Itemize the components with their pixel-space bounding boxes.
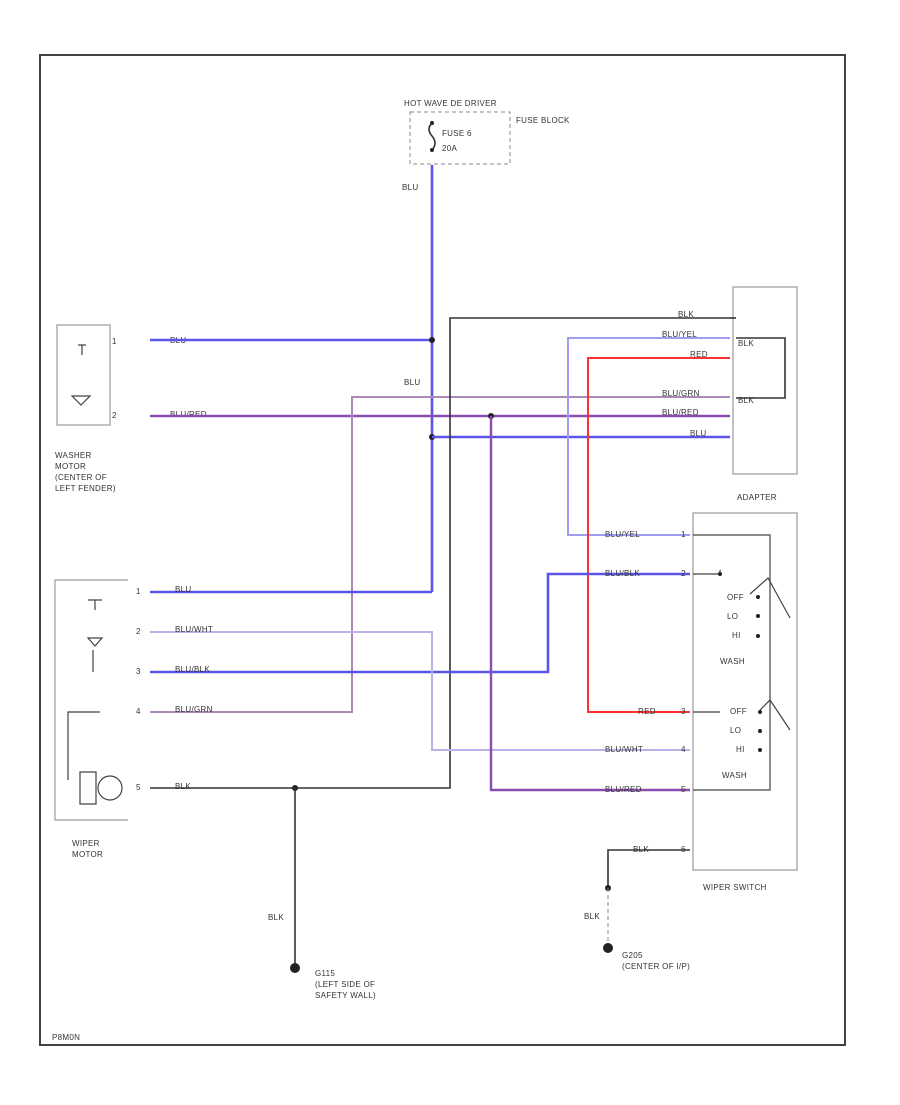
wire-blured-switch [489,416,690,792]
wiper-switch-arm [759,699,791,731]
adapter-name: ADAPTER [737,493,777,502]
footer-code: P8M0N [52,1033,80,1042]
wire-bluyel [567,337,730,536]
switch-bus-1 [693,534,771,791]
fuse-rating: 20A [442,144,457,153]
ground-g115-name: G115 [315,969,335,978]
wiper-switch-box [692,512,798,871]
wiper-motor-box [54,579,128,821]
switch-wire-5: BLU/RED [605,785,642,794]
switch-wire-1: BLU/YEL [605,530,640,539]
wire-red [587,357,730,713]
wiper-motor-icon [97,775,123,801]
adapter-label-0: BLK [678,310,694,319]
wiper-wash-label: WASH [722,771,747,780]
blu-label-mid: BLU [404,378,420,387]
adapter-inner-1: BLK [738,339,754,348]
wiper-pin-4: 4 [136,707,141,716]
adapter-label-3: BLU/GRN [662,389,700,398]
ground-g205-wire: BLK [584,912,600,921]
wire-blk-main [150,317,730,789]
adapter-label-2: RED [690,350,708,359]
wiper-pin-5: 5 [136,783,141,792]
fuse-icon [428,122,436,151]
washer-pin-2: 2 [112,411,117,420]
switch-pin-2: 2 [681,569,686,578]
fuse-block: HOT WAVE DE DRIVER FUSE BLOCK FUSE 6 20A [404,99,570,165]
adapter-inner-2: BLK [738,396,754,405]
washer-name-3: (CENTER OF [55,473,107,482]
diagram-frame [39,54,846,1046]
ground-g115-wire: BLK [268,913,284,922]
adapter-jumper [736,337,786,399]
wiper-pos-off: OFF [730,707,747,716]
wire-blugrn [150,396,730,713]
wire-switch-blk [607,849,690,888]
ground-g115 [290,963,300,973]
switch-wire-4: BLU/WHT [605,745,643,754]
wiper-brush-icon [79,771,97,805]
washer-motor-box [56,324,111,426]
washer-motor: 1 2 BLU BLU/RED WASHER MOTOR (CENTER OF … [55,324,207,493]
wash-pos-hi: HI [732,631,741,640]
fuse-name: FUSE 6 [442,129,472,138]
wiper-wire-4: BLU/GRN [175,705,213,714]
blu-label-top: BLU [402,183,418,192]
ground-g115-loc2: SAFETY WALL) [315,991,376,1000]
adapter-box [732,286,798,475]
washer-wire-b-label: BLU/RED [170,410,207,419]
washer-name-1: WASHER [55,451,92,460]
wash-label: WASH [720,657,745,666]
wiper-switch: BLU/YEL BLU/BLK RED BLU/WHT BLU/RED BLK … [605,512,798,892]
wiper-pin-1: 1 [136,587,141,596]
wiper-switch-name: WIPER SWITCH [703,883,767,892]
wire-bluwht [150,631,690,751]
wiper-name-2: MOTOR [72,850,103,859]
ground-g205 [603,943,613,953]
washer-name-2: MOTOR [55,462,86,471]
switch-pin-5: 5 [681,785,686,794]
washer-pin-1: 1 [112,337,117,346]
wiper-name-1: WIPER [72,839,100,848]
adapter-label-1: BLU/YEL [662,330,697,339]
ground-g205-loc: (CENTER OF I/P) [622,962,690,971]
adapter: BLK BLK ADAPTER BLK BLU/YEL RED BLU/GRN … [662,286,798,502]
wiper-wire-5: BLK [175,782,191,791]
fuse-block-outline [409,111,511,165]
splice-blu-1 [429,337,435,343]
switch-wire-2: BLU/BLK [605,569,640,578]
wash-pos-lo: LO [727,612,738,621]
wiper-wire-3: BLU/BLK [175,665,210,674]
washer-motor-icon [70,395,92,406]
adapter-label-5: BLU [690,429,706,438]
wash-pos-off: OFF [727,593,744,602]
switch-wire-3: RED [638,707,656,716]
washer-name-4: LEFT FENDER) [55,484,116,493]
wiper-pin-2: 2 [136,627,141,636]
switch-bus-2 [693,570,721,575]
fuse-block-label: FUSE BLOCK [516,116,570,125]
wiper-wire-2: BLU/WHT [175,625,213,634]
switch-pin-4: 4 [681,745,686,754]
switch-pin-1: 1 [681,530,686,539]
wiper-wire-1: BLU [175,585,191,594]
wiper-pin-3: 3 [136,667,141,676]
ground-g115-loc1: (LEFT SIDE OF [315,980,375,989]
hot-label: HOT WAVE DE DRIVER [404,99,497,108]
wash-switch-arm [749,577,791,619]
wiper-terminal-icon [88,599,102,610]
washer-terminal-icon [78,344,86,355]
adapter-label-4: BLU/RED [662,408,699,417]
wiper-pos-hi: HI [736,745,745,754]
wiper-pos-lo: LO [730,726,741,735]
wire-blublk [150,572,690,674]
ground-g205-name: G205 [622,951,643,960]
wiper-motor: 1 2 3 4 5 BLU BLU/WHT BLU/BLK BLU/GRN BL… [54,579,213,859]
wiper-park-icon [86,637,104,647]
wiper-internal-wiring [67,650,100,780]
switch-pin-3: 3 [681,707,686,716]
